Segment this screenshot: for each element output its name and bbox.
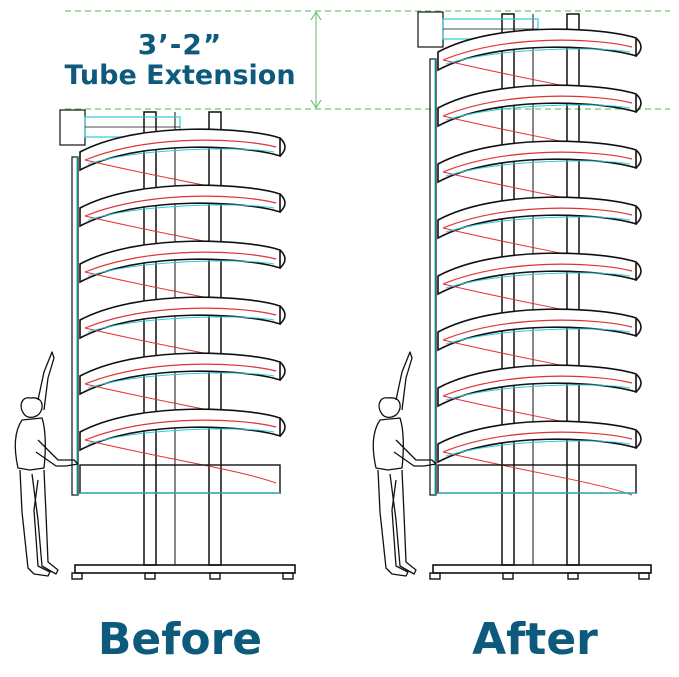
before-belt-end: [279, 249, 286, 269]
before-belt-end: [279, 361, 286, 381]
before-drive-unit: [59, 109, 86, 146]
after-belt-end: [635, 149, 642, 169]
spiral-conveyor-before: [59, 109, 296, 580]
after-belt-end: [635, 205, 642, 225]
caption-after: After: [472, 614, 598, 665]
after-belt-end: [635, 429, 642, 449]
dimension-arrow-top: [310, 10, 322, 21]
after-belt-end: [635, 37, 642, 57]
caption-before: Before: [97, 614, 263, 665]
after-base-foot: [567, 572, 579, 580]
person-figure-before: [14, 351, 79, 577]
person-leg-front: [19, 469, 51, 577]
before-rail-line: [87, 260, 275, 277]
after-rail-line: [445, 384, 631, 401]
after-drive-unit: [417, 11, 444, 48]
before-track-line-front: [84, 251, 277, 273]
after-track-line-front: [442, 375, 633, 397]
after-base-foot: [502, 572, 514, 580]
after-side-frame: [429, 58, 437, 496]
after-track-line-front: [442, 95, 633, 117]
before-track-line-front: [84, 195, 277, 217]
person-head: [378, 397, 401, 419]
before-track-line-front: [84, 419, 277, 441]
person-torso: [14, 417, 46, 471]
extension-label: Tube Extension: [64, 60, 296, 91]
before-column-right: [208, 111, 222, 566]
after-infeed: [437, 464, 637, 494]
before-base-foot: [282, 572, 294, 580]
spiral-conveyor-after: [417, 11, 652, 580]
after-rail-line: [445, 104, 631, 121]
before-infeed: [79, 464, 281, 494]
extension-guide-lines: [65, 10, 670, 110]
before-spiral-turn: [79, 184, 286, 260]
after-base-foot: [429, 572, 441, 580]
after-track-line-front: [442, 39, 633, 61]
after-track-line-front: [442, 319, 633, 341]
after-base-beam: [432, 564, 652, 574]
after-belt-end: [635, 317, 642, 337]
before-base-foot: [209, 572, 221, 580]
dimension-arrow-bottom: [310, 99, 322, 110]
before-base-foot: [71, 572, 83, 580]
after-track-line-front: [442, 431, 633, 453]
after-base-foot: [638, 572, 650, 580]
after-spiral-turn: [437, 364, 642, 440]
before-track-line-front: [84, 139, 277, 161]
before-rail-line: [87, 372, 275, 389]
person-pointing-arm: [393, 439, 437, 467]
person-raised-arm: [37, 351, 55, 411]
before-belt-end: [279, 305, 286, 325]
person-leg-front: [377, 469, 409, 577]
person-torso: [372, 417, 404, 471]
before-belt-end: [279, 193, 286, 213]
after-spiral-turn: [437, 252, 642, 328]
before-spiral-turn: [79, 128, 286, 204]
before-rail-line: [87, 148, 275, 165]
person-pointing-arm: [35, 439, 79, 467]
before-track-line-front: [84, 307, 277, 329]
before-rail-line: [87, 204, 275, 221]
after-belt-end: [635, 373, 642, 393]
before-belt-end: [279, 137, 286, 157]
before-track-line-back: [84, 439, 277, 484]
before-base-foot: [144, 572, 156, 580]
after-belt-end: [635, 261, 642, 281]
before-rail-line: [87, 428, 275, 445]
before-column-left: [143, 111, 157, 566]
person-leg-back: [389, 469, 417, 575]
after-rail-line: [445, 160, 631, 177]
after-rail-line: [445, 328, 631, 345]
before-side-frame: [71, 156, 79, 496]
after-spiral-turn: [437, 308, 642, 384]
after-spiral-turn: [437, 420, 642, 496]
person-raised-arm: [395, 351, 413, 411]
after-rail-line: [445, 216, 631, 233]
before-spiral-turn: [79, 408, 286, 484]
extension-dimension: 3’-2”: [137, 28, 223, 61]
person-leg-back: [31, 469, 59, 575]
after-rail-line: [445, 272, 631, 289]
person-figure-after: [372, 351, 437, 577]
before-belt-end: [279, 417, 286, 437]
after-track-line-front: [442, 151, 633, 173]
after-track-line-front: [442, 207, 633, 229]
before-rail-line: [87, 316, 275, 333]
after-track-line-back: [442, 451, 633, 496]
before-base-beam: [74, 564, 296, 574]
after-rail-line: [445, 440, 631, 457]
before-track-line-front: [84, 363, 277, 385]
after-track-line-front: [442, 263, 633, 285]
after-rail-line: [445, 48, 631, 65]
after-belt-end: [635, 93, 642, 113]
person-head: [20, 397, 43, 419]
